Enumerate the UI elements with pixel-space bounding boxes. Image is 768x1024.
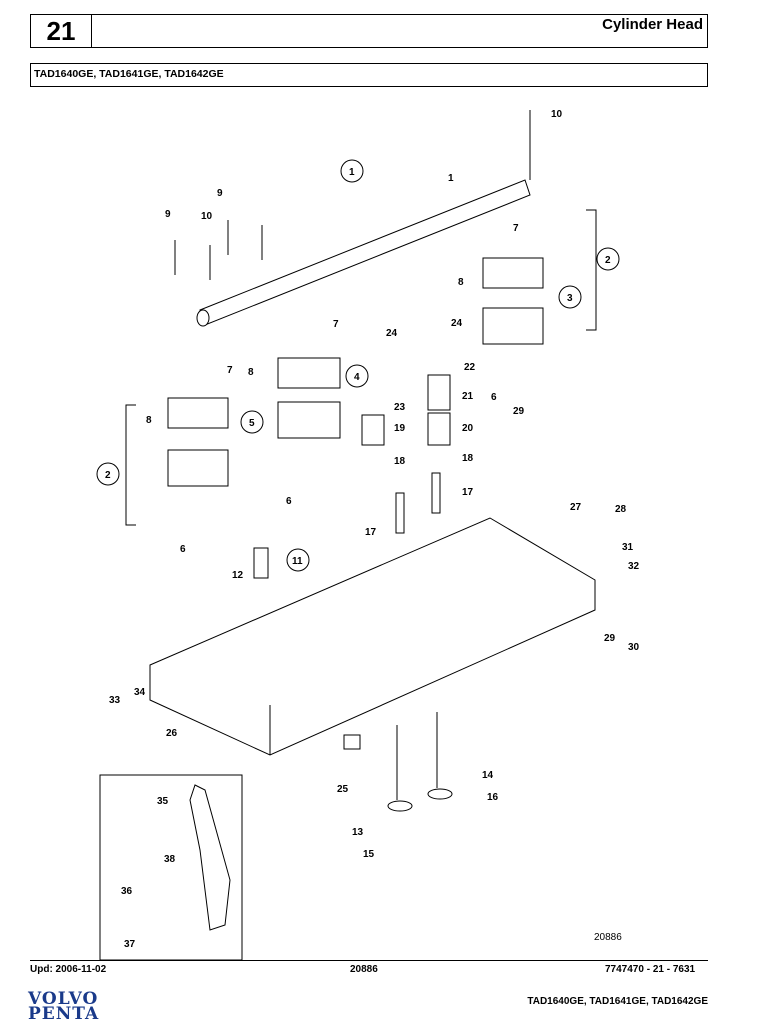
logo-line-2: PENTA xyxy=(28,1004,100,1024)
callout-22: 22 xyxy=(464,362,476,373)
callout-10: 10 xyxy=(551,109,563,120)
callout-4-circle: 4 xyxy=(354,372,360,383)
callout-29b: 29 xyxy=(604,633,616,644)
callout-7: 7 xyxy=(513,223,519,234)
callout-11-circle: 11 xyxy=(292,556,303,567)
callout-1: 1 xyxy=(448,173,454,184)
callout-18b: 18 xyxy=(462,453,474,464)
callout-24b: 24 xyxy=(451,318,463,329)
callout-7b: 7 xyxy=(333,319,339,330)
volvo-penta-logo: VOLVO PENTA xyxy=(28,989,100,1024)
callout-7c: 7 xyxy=(227,365,233,376)
callout-6b: 6 xyxy=(286,496,292,507)
callout-8: 8 xyxy=(458,277,464,288)
callout-16: 16 xyxy=(487,792,499,803)
callout-31: 31 xyxy=(622,542,634,553)
callout-26: 26 xyxy=(166,728,178,739)
callout-34: 34 xyxy=(134,687,146,698)
footer-rule xyxy=(30,960,708,961)
callout-5-circle: 5 xyxy=(249,418,255,429)
callout-37: 37 xyxy=(124,939,136,950)
callout-27: 27 xyxy=(570,502,582,513)
callout-38: 38 xyxy=(164,854,176,865)
callout-32: 32 xyxy=(628,561,640,572)
callout-23: 23 xyxy=(394,402,406,413)
callout-25: 25 xyxy=(337,784,349,795)
callout-18: 18 xyxy=(394,456,406,467)
callout-8b: 8 xyxy=(248,367,254,378)
model-list: TAD1640GE, TAD1641GE, TAD1642GE xyxy=(30,63,708,87)
callout-3-circle: 3 xyxy=(567,293,573,304)
figure-number: 20886 xyxy=(594,932,622,943)
callout-17: 17 xyxy=(462,487,474,498)
section-number: 21 xyxy=(31,15,92,47)
callout-30: 30 xyxy=(628,642,640,653)
footer-doc-ref: 7747470 - 21 - 7631 xyxy=(605,964,696,975)
callout-10b: 10 xyxy=(201,211,213,222)
callout-1-circle: 1 xyxy=(349,167,355,178)
callout-9: 9 xyxy=(217,188,223,199)
callout-15: 15 xyxy=(363,849,375,860)
callout-6c: 6 xyxy=(180,544,186,555)
callout-9b: 9 xyxy=(165,209,171,220)
callout-33: 33 xyxy=(109,695,121,706)
footer-models: TAD1640GE, TAD1641GE, TAD1642GE xyxy=(527,996,708,1007)
logo-line-1: VOLVO xyxy=(28,989,99,1009)
footer-updated: Upd: 2006-11-02 xyxy=(30,964,107,975)
exploded-parts-diagram: 10 1 1 9 9 10 7 2 8 3 7 24 24 22 7 8 4 2… xyxy=(96,109,640,960)
callout-29: 29 xyxy=(513,406,525,417)
callout-35: 35 xyxy=(157,796,169,807)
footer-illustration-number: 20886 xyxy=(350,964,378,975)
callout-21: 21 xyxy=(462,391,474,402)
callout-8c: 8 xyxy=(146,415,152,426)
callout-6: 6 xyxy=(491,392,497,403)
callout-36: 36 xyxy=(121,886,133,897)
callout-20: 20 xyxy=(462,423,474,434)
callout-19: 19 xyxy=(394,423,406,434)
callout-17b: 17 xyxy=(365,527,377,538)
callout-2-circle-b: 2 xyxy=(105,470,111,481)
callout-13: 13 xyxy=(352,827,364,838)
section-header: 21 Cylinder Head xyxy=(30,14,708,48)
callout-28: 28 xyxy=(615,504,627,515)
section-title: Cylinder Head xyxy=(602,16,703,33)
callout-14: 14 xyxy=(482,770,494,781)
callout-12: 12 xyxy=(232,570,244,581)
callout-2-circle: 2 xyxy=(605,255,611,266)
callout-24: 24 xyxy=(386,328,398,339)
